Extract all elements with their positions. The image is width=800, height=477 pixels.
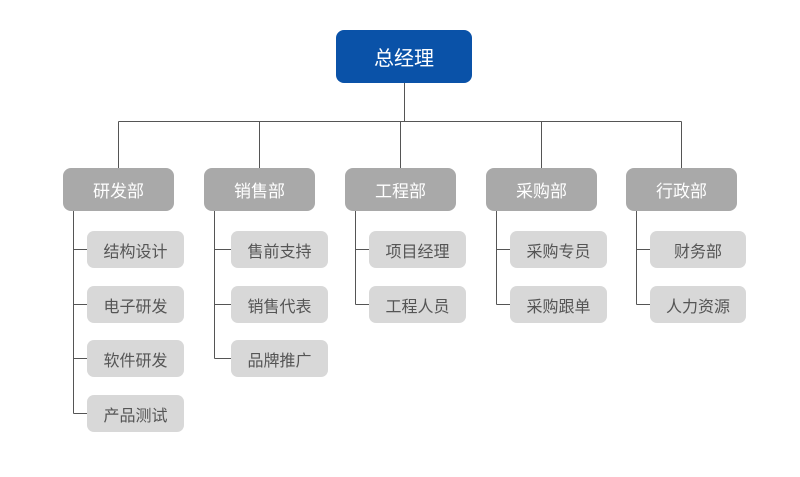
dept-node-rd: 研发部 (63, 168, 174, 211)
dept-node-admin: 行政部 (626, 168, 737, 211)
child-node: 电子研发 (87, 286, 184, 323)
dept-node-purchasing: 采购部 (486, 168, 597, 211)
child-node: 财务部 (650, 231, 746, 268)
child-node: 售前支持 (231, 231, 328, 268)
child-node: 软件研发 (87, 340, 184, 377)
child-node: 销售代表 (231, 286, 328, 323)
dept-node-engineering: 工程部 (345, 168, 456, 211)
child-node: 采购专员 (510, 231, 607, 268)
dept-node-sales: 销售部 (204, 168, 315, 211)
child-node: 结构设计 (87, 231, 184, 268)
child-node: 工程人员 (369, 286, 466, 323)
child-node: 产品测试 (87, 395, 184, 432)
child-node: 人力资源 (650, 286, 746, 323)
child-node: 品牌推广 (231, 340, 328, 377)
child-node: 项目经理 (369, 231, 466, 268)
root-node-ceo: 总经理 (336, 30, 472, 83)
child-node: 采购跟单 (510, 286, 607, 323)
